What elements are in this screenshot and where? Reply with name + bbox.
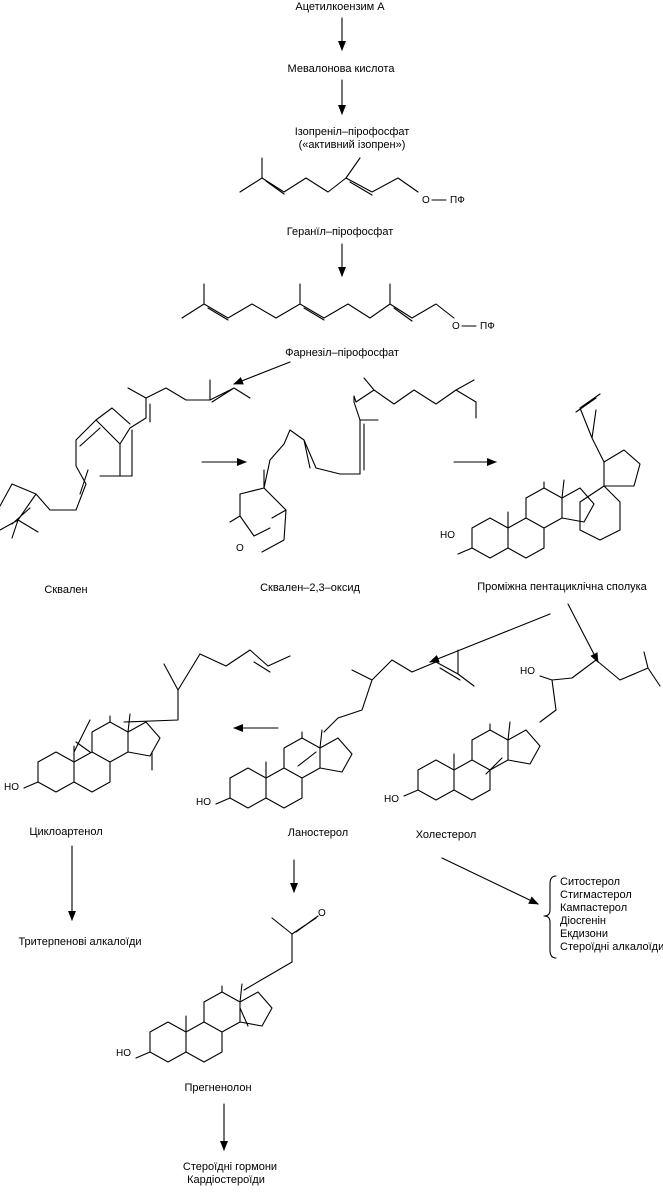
derivative-item: Стероїдні алкалоїди: [560, 941, 663, 953]
label-farnesyl-pp: Фарнезіл–пірофосфат: [285, 347, 399, 359]
derivative-item: Діосгенін: [560, 915, 606, 927]
label-cycloartenol: Циклоартенол: [29, 826, 102, 838]
geranyl-oxygen-atom: O: [422, 195, 430, 206]
label-acetyl-coa: Ацетилкоензим А: [295, 1, 385, 13]
cycloartenol-hydroxyl: HO: [4, 782, 19, 793]
label-squalene-oxide: Сквален–2,3–оксид: [260, 582, 360, 594]
pregnenolone-oxygen-atom: O: [318, 908, 326, 919]
squalene-oxide-structure: [229, 377, 477, 553]
label-steroid-hormones: Стероїдні гормони: [183, 1161, 277, 1173]
derivatives-bracket: [543, 875, 557, 959]
cholesterol-side-hydroxyl: HO: [520, 666, 535, 677]
oxide-oxygen-atom: O: [236, 543, 244, 554]
farnesyl-pp-structure: O ПФ: [181, 283, 495, 332]
pregnenolone-hydroxyl: HO: [116, 1048, 131, 1059]
lanosterol-structure: [215, 649, 475, 809]
pentacyclic-structure: [457, 393, 641, 559]
label-geranyl-pp: Геранїл–пірофосфат: [287, 226, 394, 238]
geranyl-pp-group: ПФ: [450, 195, 465, 206]
geranyl-pp-structure: O ПФ: [239, 157, 465, 206]
cholesterol-hydroxyl: HO: [384, 794, 399, 805]
cycloartenol-structure: [23, 649, 291, 793]
derivatives-list: Ситостерол Стигмастерол Кампастерол Діос…: [560, 876, 663, 953]
pentacyclic-hydroxyl: HO: [440, 530, 455, 541]
label-pentacyclic: Проміжна пентациклічна сполука: [477, 581, 647, 593]
label-squalene: Сквален: [44, 584, 87, 596]
label-isopentenyl-pp: Ізопреніл–пірофосфат: [295, 126, 410, 138]
pregnenolone-structure: [135, 915, 319, 1063]
cholesterol-structure: [403, 651, 661, 801]
label-pregnenolone: Прегненолон: [184, 1082, 251, 1094]
label-cholesterol: Холестерол: [416, 829, 477, 841]
squalene-structure: [0, 379, 251, 539]
derivative-item: Стигмастерол: [560, 889, 632, 901]
farnesyl-pp-group: ПФ: [480, 321, 495, 332]
label-mevalonic-acid: Мевалонова кислота: [288, 63, 396, 75]
arrow-pentacyclic-to-lanosterol: [429, 613, 551, 663]
arrow-to-derivatives: [441, 857, 539, 905]
arrow-pentacyclic-to-cholesterol: [567, 603, 599, 663]
derivative-item: Ситостерол: [560, 876, 620, 888]
label-triterpene-alkaloids: Тритерпенові алкалоїди: [18, 936, 141, 948]
label-active-isoprene: («активний ізопрен»): [299, 139, 406, 151]
derivative-item: Кампастерол: [560, 902, 627, 914]
label-cardiosteroids: Кардіостероїди: [187, 1174, 265, 1186]
label-lanosterol: Ланостерол: [288, 827, 348, 839]
arrow-farnesyl-to-squalene: [233, 361, 291, 385]
farnesyl-oxygen-atom: O: [452, 321, 460, 332]
derivative-item: Екдизони: [560, 928, 608, 940]
lanosterol-hydroxyl: HO: [196, 797, 211, 808]
